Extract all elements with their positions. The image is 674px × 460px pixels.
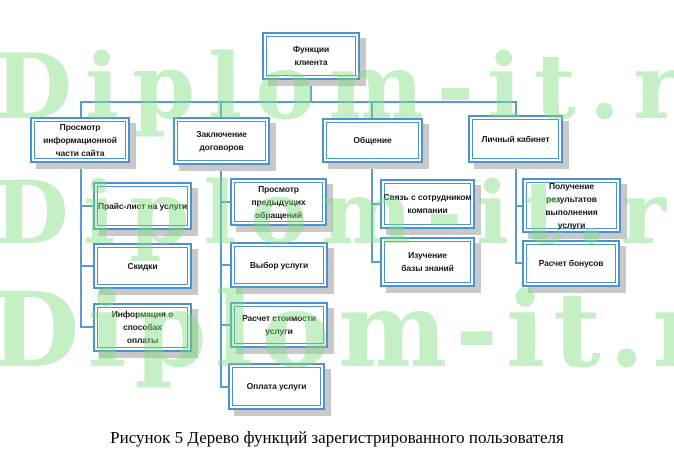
node-label: Заключение договоров bbox=[196, 129, 247, 152]
connector-line bbox=[515, 101, 517, 115]
connector-line bbox=[220, 201, 230, 203]
node-label: Получение результатов выполнения услуги bbox=[545, 180, 598, 230]
node-label: Выбор услуги bbox=[249, 259, 309, 270]
figure-caption: Рисунок 5 Дерево функций зарегистрирован… bbox=[110, 428, 564, 447]
connector-line bbox=[371, 163, 373, 263]
connector-line bbox=[80, 265, 93, 267]
node-label: Личный кабинет bbox=[481, 133, 550, 144]
node-bonus-calc: Расчет бонусов bbox=[522, 240, 620, 287]
node-site-info-viewing: Просмотр информационной части сайта bbox=[30, 117, 130, 163]
connector-line bbox=[80, 326, 93, 328]
connector-line bbox=[220, 165, 222, 388]
node-label: Прайс-лист на услуги bbox=[98, 200, 187, 211]
node-payment-info: Информация о способах оплаты bbox=[93, 303, 192, 352]
node-label: Просмотр предыдущих обращений bbox=[251, 183, 306, 220]
node-label: Скидки bbox=[127, 260, 158, 271]
connector-line bbox=[371, 101, 373, 118]
connector-line bbox=[80, 101, 82, 117]
node-label: Функции клиента bbox=[292, 44, 330, 67]
connector-line bbox=[371, 261, 380, 263]
connector-line bbox=[515, 262, 522, 264]
node-service-payment: Оплата услуги bbox=[228, 363, 325, 410]
node-label: Расчет бонусов bbox=[538, 258, 604, 268]
connector-line bbox=[310, 80, 312, 101]
node-label: Изучение базы знаний bbox=[401, 250, 454, 273]
connector-line bbox=[220, 386, 228, 388]
node-knowledge-base: Изучение базы знаний bbox=[380, 237, 475, 287]
node-personal-account: Личный кабинет bbox=[468, 115, 563, 163]
node-communication: Общение bbox=[322, 118, 423, 163]
node-label: Связь с сотрудником компании bbox=[383, 192, 472, 215]
connector-line bbox=[220, 324, 230, 326]
connector-line bbox=[220, 264, 230, 266]
node-client-functions: Функции клиента bbox=[262, 32, 360, 80]
node-label: Оплата услуги bbox=[246, 381, 307, 391]
node-price-list: Прайс-лист на услуги bbox=[93, 182, 192, 230]
connector-line bbox=[371, 203, 380, 205]
node-employee-contact: Связь с сотрудником компании bbox=[380, 179, 475, 229]
node-label: Общение bbox=[353, 135, 392, 145]
connector-line bbox=[220, 101, 222, 117]
node-service-cost-calc: Расчет стоимости услуги bbox=[230, 302, 328, 348]
node-service-selection: Выбор услуги bbox=[230, 242, 328, 288]
node-contract-conclusion: Заключение договоров bbox=[173, 117, 270, 165]
connector-line bbox=[80, 205, 93, 207]
node-label: Информация о способах оплаты bbox=[111, 309, 174, 345]
node-previous-requests: Просмотр предыдущих обращений bbox=[230, 178, 327, 226]
node-service-results: Получение результатов выполнения услуги bbox=[522, 178, 621, 233]
connector-line bbox=[80, 101, 517, 103]
node-discounts: Скидки bbox=[93, 243, 192, 289]
connector-line bbox=[80, 163, 82, 328]
node-label: Расчет стоимости услуги bbox=[242, 313, 316, 336]
connector-line bbox=[515, 163, 517, 264]
connector-line bbox=[515, 205, 522, 207]
node-label: Просмотр информационной части сайта bbox=[43, 121, 117, 158]
